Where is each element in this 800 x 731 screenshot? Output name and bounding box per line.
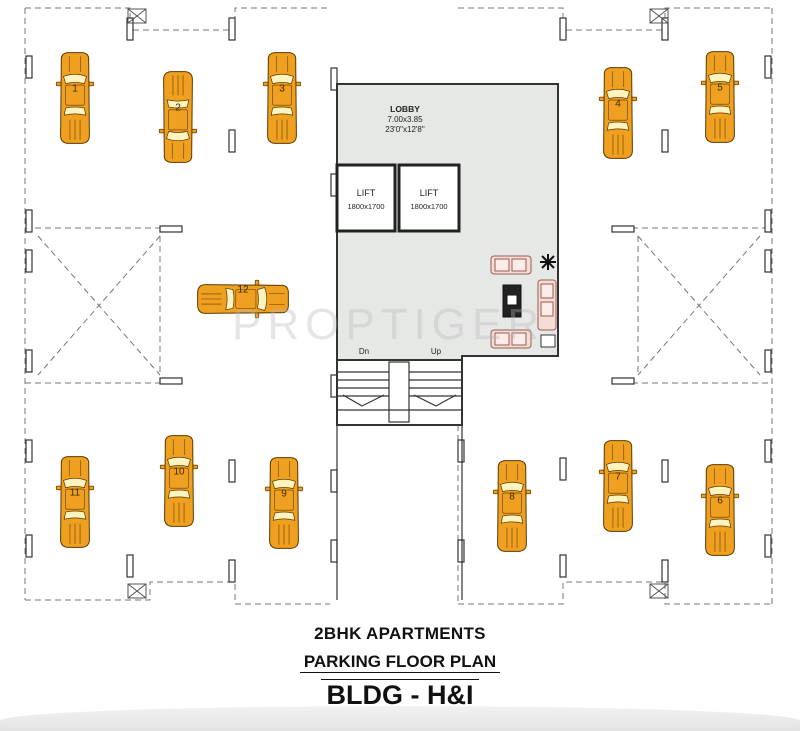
door-marks: [127, 8, 669, 599]
watermark-text: PROPTIGER: [232, 300, 546, 349]
parking-bay-outlines: [24, 7, 773, 605]
plant-icon: [540, 254, 556, 270]
parking-slot-car-8: [492, 460, 532, 552]
car-number-label: 3: [279, 84, 285, 95]
car-number-label: 8: [509, 492, 515, 503]
structural-columns: [25, 17, 772, 583]
stairs-down-label: Dn: [359, 347, 369, 356]
stairs-up-label: Up: [431, 347, 442, 356]
lobby-label: LOBBY: [390, 104, 420, 114]
car-number-label: 2: [175, 103, 181, 114]
parking-slot-car-11: [55, 456, 95, 548]
lift-2: LIFT 1800x1700: [397, 163, 461, 233]
floor-strip: [0, 706, 800, 731]
lobby-furniture: [490, 255, 557, 349]
car-number-label: 5: [717, 83, 723, 94]
lift-1-label: LIFT: [357, 188, 376, 198]
parking-slot-car-2: [158, 71, 198, 163]
parking-slot-car-5: [700, 51, 740, 143]
car-number-label: 4: [615, 99, 621, 110]
staircase: [336, 359, 463, 600]
lift-1-size: 1800x1700: [347, 202, 384, 211]
car-number-label: 1: [72, 84, 78, 95]
lift-2-label: LIFT: [420, 188, 439, 198]
parking-slot-car-3: [262, 52, 302, 144]
lobby-size-ft: 23'0"x12'8": [385, 125, 425, 134]
lobby-size-m: 7.00x3.85: [387, 115, 423, 124]
car-number-label: 10: [173, 467, 185, 478]
parking-slot-car-7: [598, 440, 638, 532]
parking-slot-car-9: [264, 457, 304, 549]
caption-floor-plan-wrap: PARKING FLOOR PLAN: [0, 652, 800, 673]
car-number-label: 6: [717, 496, 723, 507]
parking-slot-car-10: [159, 435, 199, 527]
caption-apartments: 2BHK APARTMENTS: [314, 624, 486, 643]
parking-slot-car-4: [598, 67, 638, 159]
caption-floor-plan: PARKING FLOOR PLAN: [299, 652, 501, 673]
lift-2-size: 1800x1700: [410, 202, 447, 211]
parking-slot-car-6: [700, 464, 740, 556]
car-number-label: 11: [70, 488, 81, 499]
car-number-label: 9: [281, 489, 287, 500]
parking-slot-car-1: [55, 52, 95, 144]
caption-building: BLDG - H&I: [320, 679, 480, 710]
car-number-label: 12: [237, 285, 249, 296]
caption-building-wrap: BLDG - H&I: [0, 679, 800, 711]
car-number-label: 7: [615, 472, 621, 483]
lift-1: LIFT 1800x1700: [335, 163, 397, 233]
